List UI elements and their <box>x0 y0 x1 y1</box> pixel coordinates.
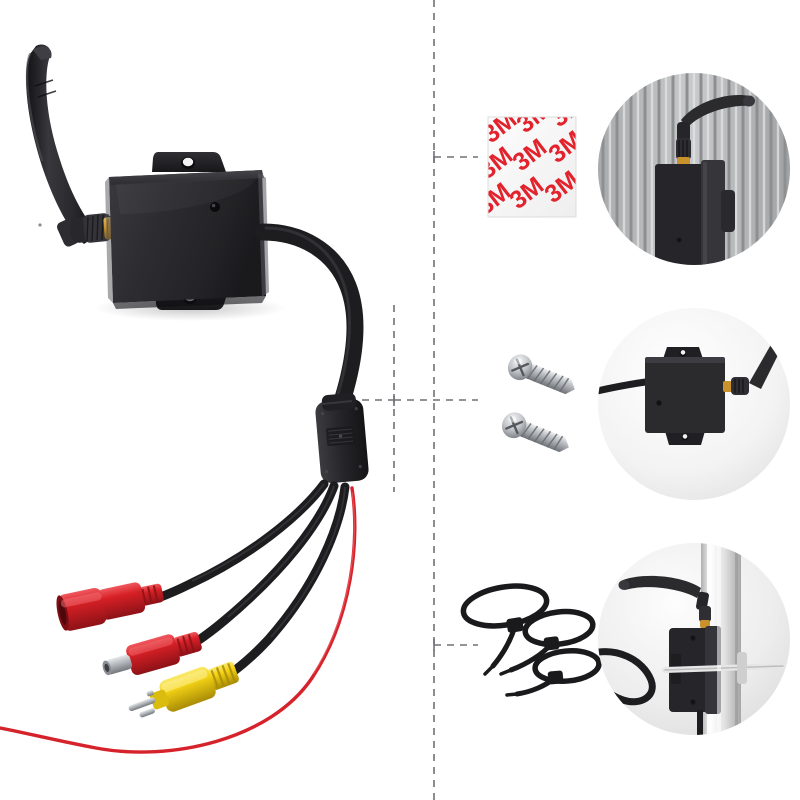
cable-tie <box>460 583 550 676</box>
inset-wall-mount <box>598 73 790 265</box>
inset-screw-mount <box>598 308 790 500</box>
mounting-tab-top <box>152 152 226 172</box>
inset-pole-mount <box>598 543 790 735</box>
screw <box>502 412 569 453</box>
cable-dc-female-branch <box>153 479 329 603</box>
cable-tie <box>505 648 602 697</box>
dc-power-female-connector <box>56 582 164 631</box>
screw <box>508 354 575 395</box>
inset-mounting-tabs <box>663 347 705 445</box>
antenna <box>25 44 100 244</box>
module-housing <box>105 170 269 309</box>
status-led <box>210 202 220 212</box>
cable-junction <box>315 393 369 484</box>
inset-antenna <box>618 575 711 628</box>
cable-dc-male-branch <box>191 481 339 647</box>
red-trigger-wire <box>0 486 357 754</box>
cable-ties <box>460 583 602 697</box>
inset-cable-tie <box>662 652 786 684</box>
cable-rca-branch <box>229 482 350 676</box>
adhesive-pad: 3M 3M 3M 3M 3M 3M 3M 3M 3M <box>487 116 577 218</box>
mounting-screws <box>502 354 575 453</box>
inset-antenna <box>676 95 755 166</box>
inset-module <box>655 160 735 265</box>
inset-module-housing <box>645 357 725 433</box>
dc-power-male-connector <box>102 632 202 676</box>
cable-tie <box>499 608 596 676</box>
main-cable <box>254 223 364 407</box>
rca-video-connector <box>128 661 239 718</box>
